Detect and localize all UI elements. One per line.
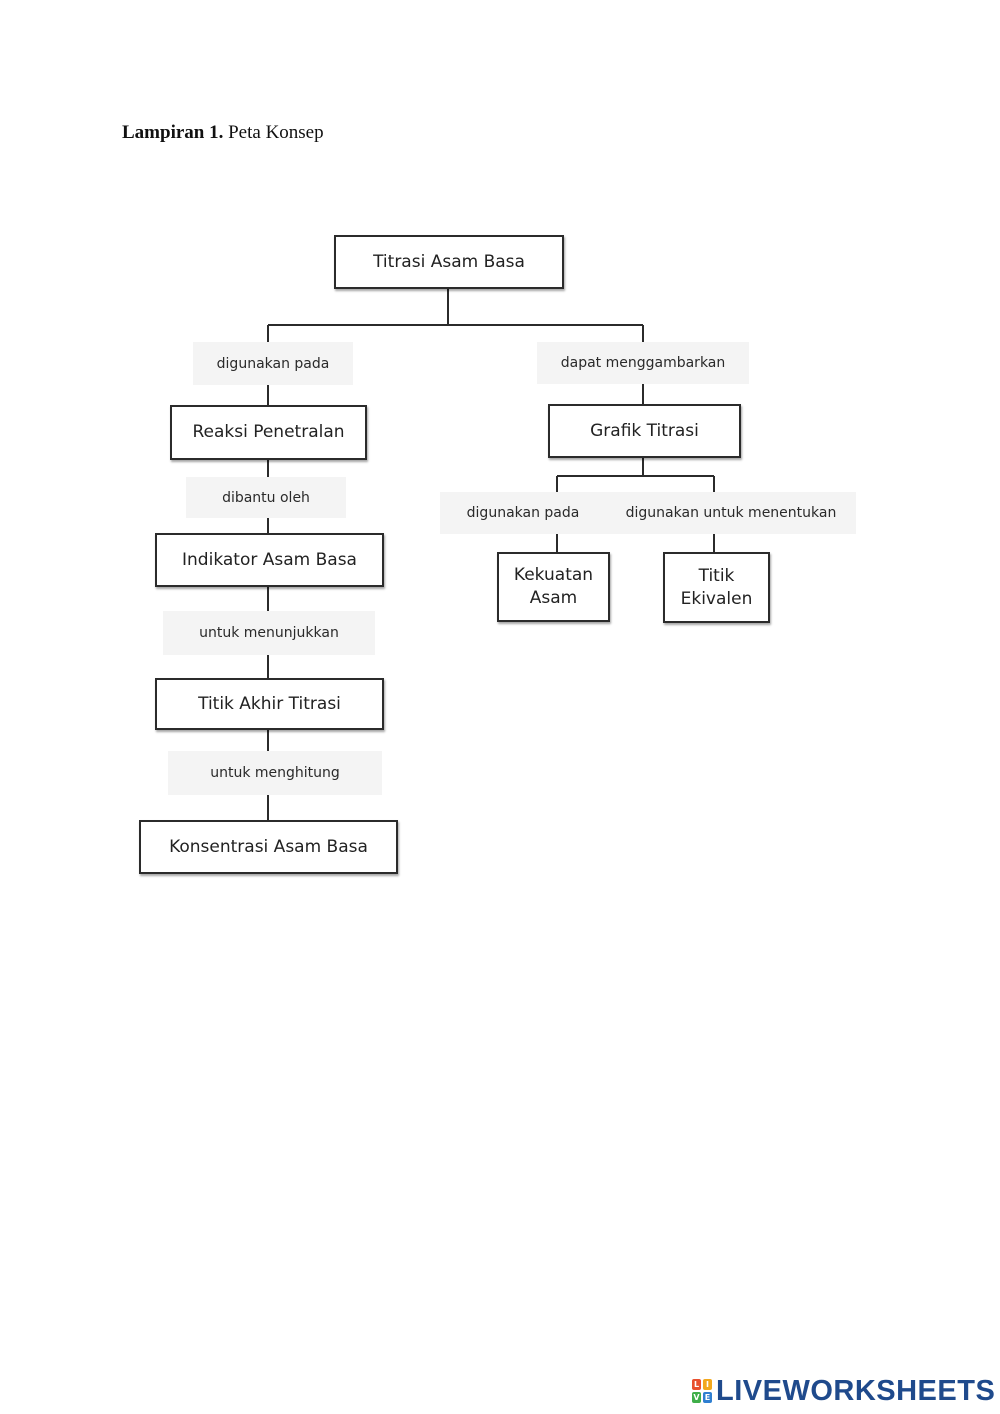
node-label: Indikator Asam Basa bbox=[182, 549, 357, 570]
link-label-dapat-menggambarkan: dapat menggambarkan bbox=[537, 342, 749, 384]
logo-tile: E bbox=[703, 1392, 712, 1403]
logo-tile: L bbox=[692, 1379, 701, 1390]
node-label: Grafik Titrasi bbox=[590, 420, 699, 441]
node-grafik-titrasi: Grafik Titrasi bbox=[548, 404, 741, 458]
link-label-untuk-menghitung: untuk menghitung bbox=[168, 751, 382, 795]
node-kekuatan-asam: Kekuatan Asam bbox=[497, 552, 610, 622]
node-titik-ekivalen: Titik Ekivalen bbox=[663, 552, 770, 623]
node-label: Kekuatan Asam bbox=[513, 565, 594, 608]
link-label-digunakan-untuk-menentukan: digunakan untuk menentukan bbox=[606, 492, 856, 534]
logo-tile: I bbox=[703, 1379, 712, 1390]
link-label-digunakan-pada-kekuatan: digunakan pada bbox=[440, 492, 606, 534]
node-indikator-asam-basa: Indikator Asam Basa bbox=[155, 533, 384, 587]
heading-title: Peta Konsep bbox=[228, 122, 324, 143]
brand-logo-icon: L I V E bbox=[692, 1379, 712, 1403]
node-konsentrasi-asam-basa: Konsentrasi Asam Basa bbox=[139, 820, 398, 874]
brand-text: LIVEWORKSHEETS bbox=[716, 1374, 996, 1407]
link-label-untuk-menunjukkan: untuk menunjukkan bbox=[163, 611, 375, 655]
link-label-digunakan-pada: digunakan pada bbox=[193, 342, 353, 385]
page-heading: Lampiran 1. Peta Konsep bbox=[122, 122, 324, 144]
node-titrasi-asam-basa: Titrasi Asam Basa bbox=[334, 235, 564, 289]
node-titik-akhir-titrasi: Titik Akhir Titrasi bbox=[155, 678, 384, 730]
node-reaksi-penetralan: Reaksi Penetralan bbox=[170, 405, 367, 460]
link-label-dibantu-oleh: dibantu oleh bbox=[186, 477, 346, 518]
liveworksheets-logo: L I V E LIVEWORKSHEETS bbox=[692, 1374, 995, 1408]
logo-tile: V bbox=[692, 1392, 701, 1403]
heading-label: Lampiran 1. bbox=[122, 122, 224, 143]
node-label: Reaksi Penetralan bbox=[192, 422, 345, 442]
node-label: Titrasi Asam Basa bbox=[373, 251, 525, 272]
node-label: Titik Ekivalen bbox=[680, 565, 753, 609]
node-label: Titik Akhir Titrasi bbox=[198, 693, 341, 714]
node-label: Konsentrasi Asam Basa bbox=[169, 836, 368, 857]
